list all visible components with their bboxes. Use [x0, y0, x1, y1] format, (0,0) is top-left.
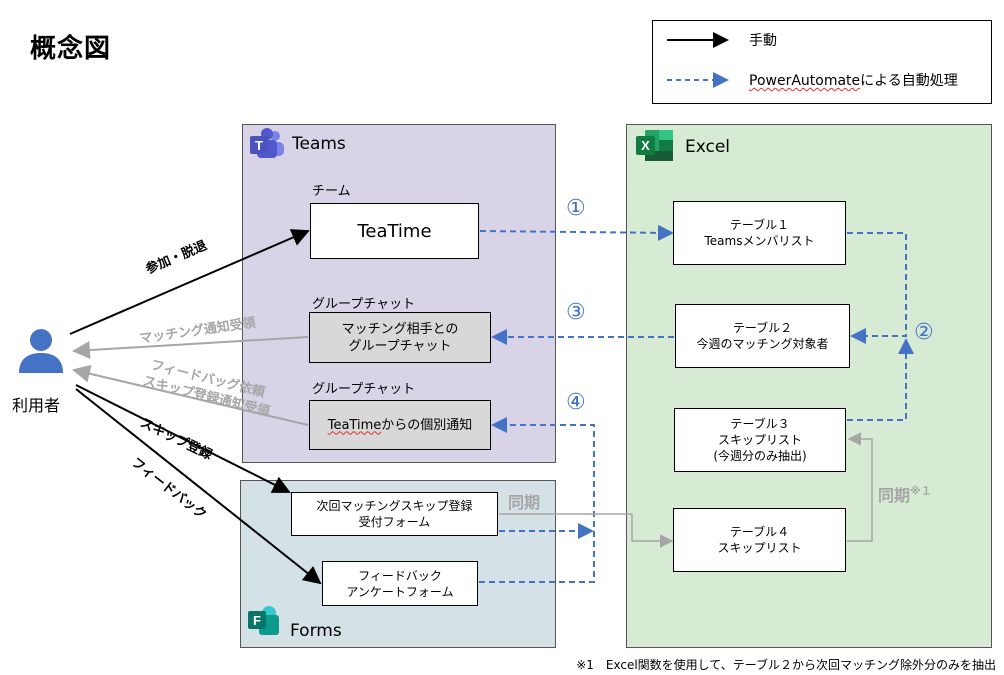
sync-label-excel-text: 同期 — [878, 486, 911, 505]
user-label: 利用者 — [12, 396, 61, 415]
skip-form-box: 次回マッチングスキップ登録 受付フォーム — [291, 492, 498, 536]
legend-lines — [667, 32, 729, 88]
auto-table1-to-table2 — [847, 232, 907, 344]
individual-notice-box: TeaTimeからの個別通知 — [309, 400, 491, 450]
legend: 手動 PowerAutomateによる自動処理 — [652, 20, 992, 104]
table-1-line-2: Teamsメンバリスト — [704, 234, 815, 248]
svg-text:T: T — [255, 138, 263, 153]
sync-label-note: ※１ — [910, 484, 932, 498]
step-2-label: ② — [914, 320, 934, 345]
matching-group-chat-line-1: マッチング相手との — [341, 321, 459, 337]
individual-notice-prefix: TeaTime — [327, 417, 382, 433]
teatime-team-box-text: TeaTime — [357, 220, 432, 242]
skip-notice-arrow — [72, 364, 309, 426]
teams-title: Teams — [292, 134, 346, 154]
skip-register-arrow — [75, 384, 291, 493]
table-3-line-1: テーブル３ — [730, 417, 790, 431]
skip-form-line-1: 次回マッチングスキップ登録 — [316, 499, 473, 513]
feedback-form-line-2: アンケートフォーム — [346, 584, 454, 599]
legend-auto-suffix: による自動処理 — [860, 73, 958, 89]
table-3-line-2: スキップリスト — [717, 433, 802, 447]
footnote: ※1 Excel関数を使用して、テーブル２から次回マッチング除外分のみを抽出 — [576, 658, 996, 672]
table-4-line-1: テーブル４ — [729, 525, 790, 539]
svg-text:F: F — [253, 613, 261, 628]
team-label: チーム — [312, 184, 351, 199]
table-4-line-2: スキップリスト — [717, 541, 802, 555]
sync-label-forms: 同期 — [508, 493, 541, 512]
individual-notice-suffix: からの個別通知 — [381, 417, 473, 433]
feedback-form-line-1: フィードバック — [358, 568, 442, 583]
matching-group-chat-box: マッチング相手との グループチャット — [309, 312, 491, 363]
excel-logo-icon: X — [636, 130, 673, 161]
page-title: 概念図 — [30, 34, 112, 64]
step-1-label: ① — [566, 196, 586, 221]
table-1-box: テーブル１ Teamsメンバリスト — [673, 201, 846, 265]
sync-form-to-table4 — [499, 513, 674, 548]
group-chat-label-1: グループチャット — [312, 297, 416, 312]
feedback-arrow — [75, 388, 322, 585]
matching-notice-arrow — [72, 336, 309, 360]
individual-notice-text: TeaTimeからの個別通知 — [328, 417, 473, 434]
forms-logo-icon: F — [248, 606, 279, 635]
legend-manual-label: 手動 — [749, 33, 777, 49]
skip-form-line-2: 受付フォーム — [358, 515, 431, 529]
table-2-line-2: 今週のマッチング対象者 — [696, 337, 829, 351]
join-leave-arrow — [69, 229, 310, 335]
svg-text:X: X — [641, 138, 650, 153]
teatime-team-box: TeaTime — [310, 203, 479, 259]
table-2-box: テーブル２ 今週のマッチング対象者 — [675, 304, 850, 368]
excel-title: Excel — [685, 137, 731, 157]
step-3-label: ③ — [566, 300, 586, 325]
table-3-line-3: (今週分のみ抽出) — [713, 449, 807, 463]
teams-logo-icon: T — [250, 128, 284, 158]
matching-group-chat-line-2: グループチャット — [348, 338, 452, 354]
auto-team-to-table1 — [479, 224, 674, 241]
sync-label-excel: 同期※１ — [878, 482, 932, 506]
user-icon — [19, 329, 63, 373]
group-chat-label-2: グループチャット — [312, 382, 416, 397]
legend-auto-prefix: PowerAutomate — [749, 73, 861, 89]
auto-table3-to-table2 — [847, 338, 914, 421]
feedback-form-box: フィードバック アンケートフォーム — [322, 561, 478, 606]
forms-title: Forms — [290, 621, 342, 641]
table-3-box: テーブル３ スキップリスト (今週分のみ抽出) — [674, 408, 846, 472]
table-1-line-1: テーブル１ — [729, 218, 790, 232]
table-2-line-1: テーブル２ — [732, 321, 793, 335]
step-4-label: ④ — [566, 390, 586, 415]
table-4-box: テーブル４ スキップリスト — [673, 508, 846, 572]
sync-table4-to-table3 — [847, 432, 873, 542]
legend-auto-label: PowerAutomateによる自動処理 — [749, 70, 958, 90]
auto-forms-to-notice — [479, 417, 595, 583]
